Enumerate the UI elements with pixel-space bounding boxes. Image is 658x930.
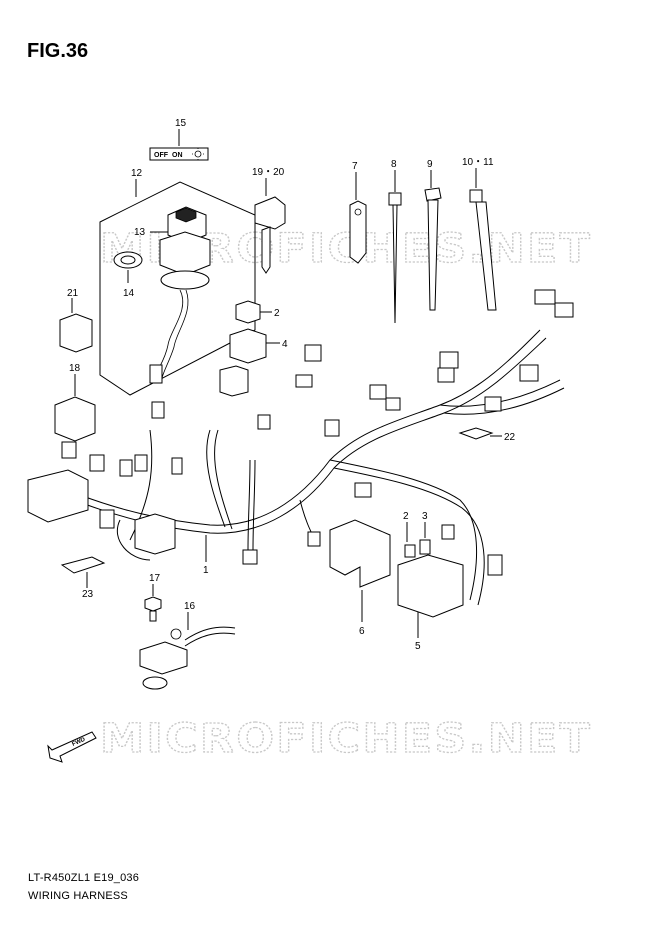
- relay-18: [54, 396, 96, 442]
- cable-tie-8: [388, 192, 402, 324]
- switch-off-label: OFF: [154, 152, 169, 159]
- callout-14: 14: [123, 288, 135, 299]
- model-code: LT-R450ZL1 E19_036: [28, 872, 140, 884]
- fuse-box: [397, 539, 464, 618]
- relay-21: [59, 313, 93, 353]
- callout-15: 15: [175, 118, 187, 129]
- callout-3: 3: [422, 511, 428, 522]
- callout-18: 18: [69, 363, 81, 374]
- forward-arrow-text: FWD: [71, 737, 87, 748]
- callout-19-20: 19・20: [252, 167, 285, 178]
- harness-connectors: [27, 289, 574, 576]
- callout-10-11: 10・11: [462, 157, 494, 168]
- callout-13: 13: [134, 227, 146, 238]
- figure-title: FIG.36: [27, 40, 89, 62]
- callout-8: 8: [391, 159, 397, 170]
- switch-on-label: ON: [172, 152, 183, 159]
- ignition-label-plate: OFF ON: [149, 147, 209, 161]
- fuse-box-cover: [329, 519, 391, 588]
- callout-16: 16: [184, 601, 196, 612]
- light-icon: [194, 150, 202, 158]
- fuse-2-upper: [235, 300, 261, 324]
- callout-1: 1: [203, 565, 209, 576]
- callout-2-lower: 2: [403, 511, 409, 522]
- ignition-key: [254, 196, 286, 274]
- cable-tie-9: [424, 187, 442, 311]
- callout-22: 22: [504, 432, 516, 443]
- callout-23: 23: [82, 589, 94, 600]
- ecu-connector: [27, 469, 89, 523]
- callout-21: 21: [67, 288, 79, 299]
- ignition-connector: [149, 364, 163, 384]
- ignition-key-head: [175, 207, 197, 223]
- callout-9: 9: [427, 159, 433, 170]
- cable-tie-10-11: [469, 189, 497, 311]
- ignition-switch-kit: [99, 181, 256, 396]
- callout-4: 4: [282, 339, 288, 350]
- harness-clamp: [349, 200, 367, 264]
- cushion-pad-22: [458, 427, 494, 440]
- callout-6: 6: [359, 626, 365, 637]
- callout-17: 17: [149, 573, 161, 584]
- part-name: WIRING HARNESS: [28, 890, 128, 902]
- ground-cable: [139, 626, 236, 690]
- cushion-pad-23: [60, 556, 106, 574]
- forward-arrow: FWD: [47, 731, 97, 763]
- callout-2-upper: 2: [274, 308, 280, 319]
- callout-5: 5: [415, 641, 421, 652]
- fuse-holder-4: [229, 328, 267, 364]
- ground-bolt: [144, 596, 162, 622]
- callout-7: 7: [352, 161, 358, 172]
- callout-12: 12: [131, 168, 143, 179]
- watermark-bottom: MICROFICHES.NET: [100, 716, 592, 762]
